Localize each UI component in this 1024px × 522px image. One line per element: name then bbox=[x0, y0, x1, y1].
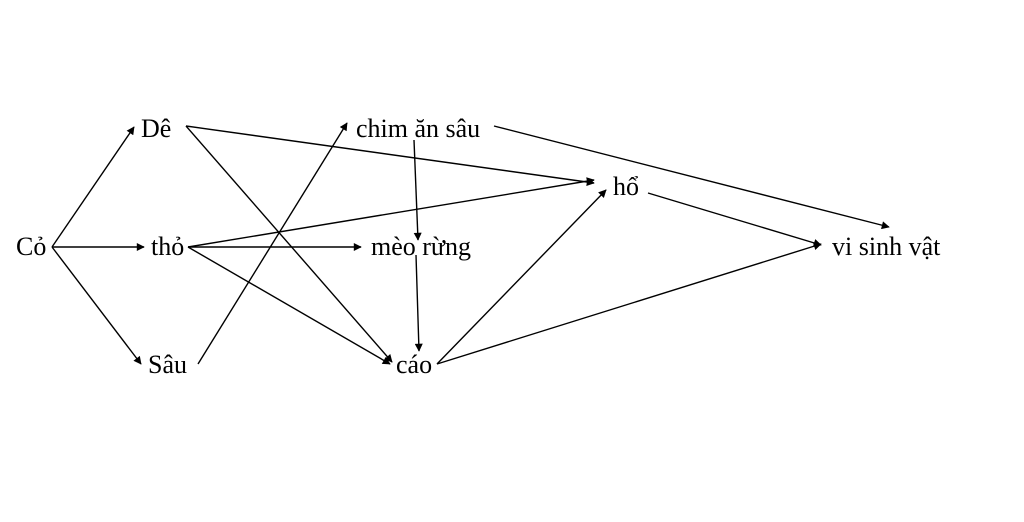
arrow-ho-to-vsv bbox=[647, 192, 822, 247]
arrow-de-to-cao bbox=[185, 125, 393, 363]
arrow-de-to-ho bbox=[185, 125, 595, 186]
arrow-tho-to-cao bbox=[187, 246, 391, 365]
node-cao: cáo bbox=[396, 350, 432, 379]
node-meo-rung: mèo rừng bbox=[371, 232, 471, 261]
node-tho: thỏ bbox=[151, 232, 184, 261]
node-sau: Sâu bbox=[148, 350, 187, 379]
arrow-sau-to-chim bbox=[197, 122, 348, 365]
arrow-cao-to-ho bbox=[436, 189, 607, 365]
arrow-cao-to-vsv bbox=[436, 242, 822, 365]
arrow-co-to-de bbox=[51, 126, 135, 248]
node-chim-an-sau: chim ăn sâu bbox=[356, 114, 480, 143]
arrow-meo-to-cao bbox=[414, 254, 423, 352]
node-vi-sinh-vat: vi sinh vật bbox=[832, 232, 941, 261]
node-ho: hổ bbox=[613, 172, 639, 201]
arrow-tho-to-ho bbox=[187, 177, 595, 248]
edges-layer bbox=[51, 122, 890, 365]
arrow-co-to-sau bbox=[51, 246, 142, 365]
node-co: Cỏ bbox=[16, 232, 46, 261]
arrow-chim-to-vsv bbox=[493, 125, 890, 230]
arrow-chim-to-meo bbox=[413, 139, 422, 241]
labels-layer: Cỏ Dê thỏ Sâu chim ăn sâu mèo rừng cáo h… bbox=[16, 114, 941, 379]
node-de: Dê bbox=[141, 114, 171, 143]
